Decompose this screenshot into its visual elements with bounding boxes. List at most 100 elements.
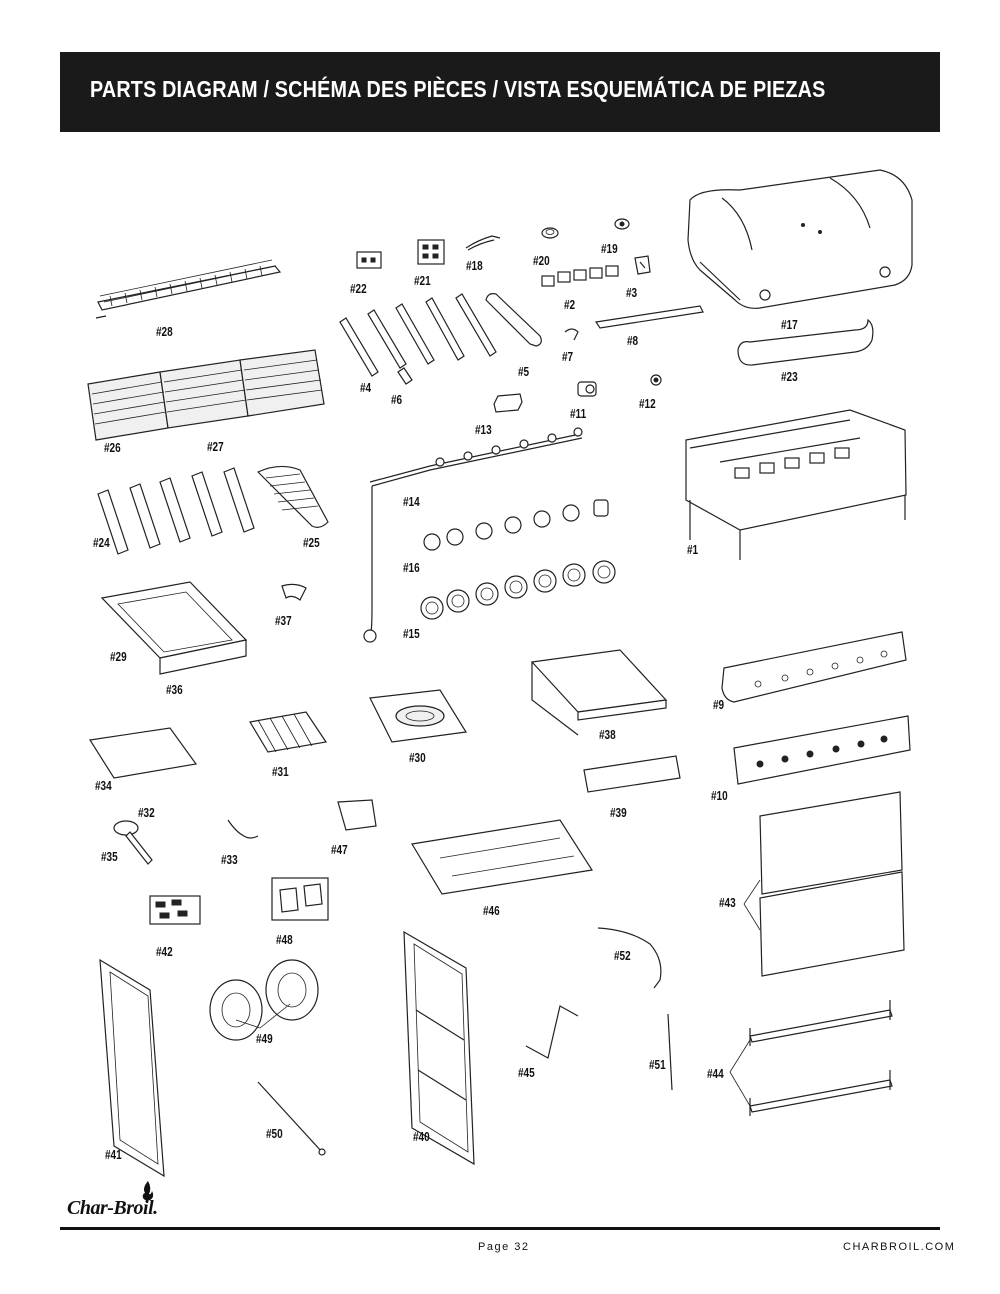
part-6-tube <box>397 367 413 385</box>
part-34-shelf-plate <box>89 727 198 779</box>
part-47-grease-cup <box>337 799 377 831</box>
part-label-17: #17 <box>781 318 798 332</box>
part-44-rails <box>749 1000 893 1116</box>
part-21-plate <box>417 239 445 265</box>
part-33-wire <box>227 819 259 839</box>
part-label-29: #29 <box>110 650 127 664</box>
part-11-valve <box>577 381 597 397</box>
part-label-15: #15 <box>403 627 420 641</box>
part-label-14: #14 <box>403 495 420 509</box>
part-label-40: #40 <box>413 1130 430 1144</box>
leader-lines <box>235 879 761 1107</box>
part-9-control-panel <box>721 631 907 703</box>
part-label-47: #47 <box>331 843 348 857</box>
part-label-11: #11 <box>570 407 587 421</box>
part-7-clip <box>564 328 579 341</box>
part-24-flame-tamers <box>97 467 255 555</box>
part-label-26: #26 <box>104 441 121 455</box>
part-20-bezel <box>541 227 559 239</box>
part-35-side-burner <box>113 820 153 865</box>
flame-icon <box>142 1181 154 1201</box>
part-48-hardware <box>271 877 329 921</box>
part-label-48: #48 <box>276 933 293 947</box>
part-5-side-burner <box>485 293 542 347</box>
part-18-wire <box>465 235 501 251</box>
part-label-27: #27 <box>207 440 224 454</box>
part-50-axle <box>257 1081 326 1156</box>
part-label-46: #46 <box>483 904 500 918</box>
part-43-doors <box>759 791 905 977</box>
part-label-43: #43 <box>719 896 736 910</box>
part-label-52: #52 <box>614 949 631 963</box>
part-label-1: #1 <box>687 543 699 557</box>
part-label-18: #18 <box>466 259 483 273</box>
part-label-39: #39 <box>610 806 627 820</box>
website-url: CHARBROIL.COM <box>843 1241 956 1253</box>
part-label-34: #34 <box>95 779 112 793</box>
part-52-wire <box>597 927 662 989</box>
part-label-37: #37 <box>275 614 292 628</box>
part-49-wheels <box>209 959 319 1041</box>
part-label-31: #31 <box>272 765 289 779</box>
part-2-clips <box>541 265 619 287</box>
part-25-heat-tent <box>256 465 329 528</box>
part-1-firebox <box>685 409 907 560</box>
part-15-bezels <box>420 560 616 620</box>
part-23-handle <box>737 318 874 366</box>
part-label-49: #49 <box>256 1032 273 1046</box>
part-label-19: #19 <box>601 242 618 256</box>
part-label-2: #2 <box>564 298 576 312</box>
part-41-cart-frame <box>99 958 165 1178</box>
part-label-32: #32 <box>138 806 155 820</box>
part-label-24: #24 <box>93 536 110 550</box>
part-37-bracket <box>281 583 307 601</box>
part-30-burner-pan <box>369 689 467 743</box>
part-label-51: #51 <box>649 1058 666 1072</box>
part-label-12: #12 <box>639 397 656 411</box>
part-label-4: #4 <box>360 381 372 395</box>
part-label-13: #13 <box>475 423 492 437</box>
part-label-8: #8 <box>627 334 639 348</box>
part-label-45: #45 <box>518 1066 535 1080</box>
part-label-16: #16 <box>403 561 420 575</box>
part-label-38: #38 <box>599 728 616 742</box>
part-label-9: #9 <box>713 698 725 712</box>
part-31-rack <box>249 711 328 753</box>
part-label-41: #41 <box>105 1148 122 1162</box>
part-46-bottom-tray <box>411 819 593 895</box>
part-label-36: #36 <box>166 683 183 697</box>
part-29-side-burner-box <box>100 581 248 675</box>
part-13-bracket <box>493 393 523 413</box>
part-14-manifold <box>363 427 583 643</box>
part-label-20: #20 <box>533 254 550 268</box>
part-8-strip <box>594 305 704 329</box>
part-51-probe <box>667 1013 673 1091</box>
part-label-23: #23 <box>781 370 798 384</box>
part-label-7: #7 <box>562 350 574 364</box>
part-label-22: #22 <box>350 282 367 296</box>
part-22-plate <box>356 251 382 269</box>
part-39-bar <box>583 755 681 793</box>
part-42-clips <box>149 895 201 925</box>
part-label-30: #30 <box>409 751 426 765</box>
page-number: Page 32 <box>478 1241 530 1253</box>
part-26-grates <box>87 349 325 441</box>
part-38-side-shelf <box>530 649 668 736</box>
part-label-6: #6 <box>391 393 403 407</box>
part-label-10: #10 <box>711 789 728 803</box>
part-4-burners <box>339 293 497 377</box>
part-label-35: #35 <box>101 850 118 864</box>
part-label-25: #25 <box>303 536 320 550</box>
footer-rule <box>60 1227 940 1230</box>
part-label-50: #50 <box>266 1127 283 1141</box>
part-10-rail <box>733 715 911 785</box>
part-label-5: #5 <box>518 365 530 379</box>
part-label-21: #21 <box>414 274 431 288</box>
part-label-33: #33 <box>221 853 238 867</box>
part-16-knobs <box>423 499 609 551</box>
part-12-knob <box>650 374 662 386</box>
brand-logo: Char-Broil. <box>67 1197 158 1219</box>
header-bar: PARTS DIAGRAM / SCHÉMA DES PIÈCES / VIST… <box>60 52 940 132</box>
